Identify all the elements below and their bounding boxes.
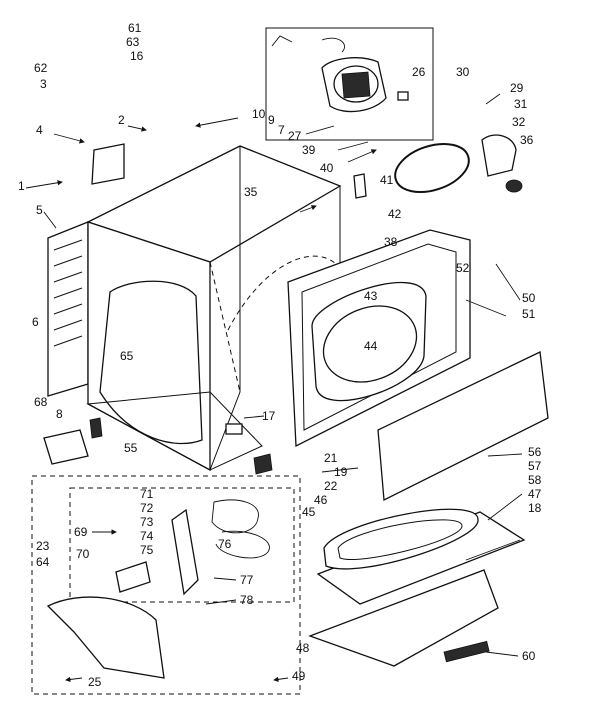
label-25: 25	[88, 675, 102, 689]
label-35: 35	[244, 185, 258, 199]
label-55: 55	[124, 441, 138, 455]
label-32: 32	[512, 115, 526, 129]
label-61: 61	[128, 21, 142, 35]
label-27: 27	[288, 129, 302, 143]
label-45: 45	[302, 505, 316, 519]
label-72: 72	[140, 501, 154, 515]
label-70: 70	[76, 547, 90, 561]
label-60: 60	[522, 649, 536, 663]
label-22: 22	[324, 479, 338, 493]
label-10: 10	[252, 107, 266, 121]
label-64: 64	[36, 555, 50, 569]
label-2: 2	[118, 113, 125, 127]
label-52: 52	[456, 261, 470, 275]
door-assembly	[308, 508, 526, 667]
label-18: 18	[528, 501, 542, 515]
leader-lines	[25, 93, 523, 683]
label-30: 30	[456, 65, 470, 79]
label-76: 76	[218, 537, 232, 551]
label-56: 56	[528, 445, 542, 459]
front-bulkhead	[287, 229, 471, 448]
label-42: 42	[388, 207, 402, 221]
drive-belt	[394, 143, 470, 193]
label-31: 31	[514, 97, 528, 111]
label-68: 68	[34, 395, 48, 409]
label-49: 49	[292, 669, 306, 683]
part-labels: 61 63 62 16 3 4 1 5 6 2 10 9 7 35 68 8 5…	[18, 21, 542, 689]
label-5: 5	[36, 203, 43, 217]
label-29: 29	[510, 81, 524, 95]
label-19: 19	[334, 465, 348, 479]
label-7: 7	[278, 123, 285, 137]
label-63: 63	[126, 35, 140, 49]
label-48: 48	[296, 641, 310, 655]
heater-housing-box	[31, 475, 301, 695]
label-62: 62	[34, 61, 48, 75]
cabinet	[47, 145, 345, 472]
label-9: 9	[268, 113, 275, 127]
label-17: 17	[262, 409, 276, 423]
label-40: 40	[320, 161, 334, 175]
label-8: 8	[56, 407, 63, 421]
label-1: 1	[18, 179, 25, 193]
label-50: 50	[522, 291, 536, 305]
label-58: 58	[528, 473, 542, 487]
label-71: 71	[140, 487, 154, 501]
label-38: 38	[384, 235, 398, 249]
control-panel-strip	[377, 351, 549, 502]
label-77: 77	[240, 573, 254, 587]
label-43: 43	[364, 289, 378, 303]
label-74: 74	[140, 529, 154, 543]
label-65: 65	[120, 349, 134, 363]
label-73: 73	[140, 515, 154, 529]
label-46: 46	[314, 493, 328, 507]
label-69: 69	[74, 525, 88, 539]
label-44: 44	[364, 339, 378, 353]
label-6: 6	[32, 315, 39, 329]
label-21: 21	[324, 451, 338, 465]
label-36: 36	[520, 133, 534, 147]
label-75: 75	[140, 543, 154, 557]
label-78: 78	[240, 593, 254, 607]
label-41: 41	[380, 173, 394, 187]
label-47: 47	[528, 487, 542, 501]
label-23: 23	[36, 539, 50, 553]
label-16: 16	[130, 49, 144, 63]
label-4: 4	[36, 123, 43, 137]
motor-assembly	[265, 27, 434, 141]
label-51: 51	[522, 307, 536, 321]
label-39: 39	[302, 143, 316, 157]
label-57: 57	[528, 459, 542, 473]
label-3: 3	[40, 77, 47, 91]
label-26: 26	[412, 65, 426, 79]
hardware	[43, 134, 523, 475]
